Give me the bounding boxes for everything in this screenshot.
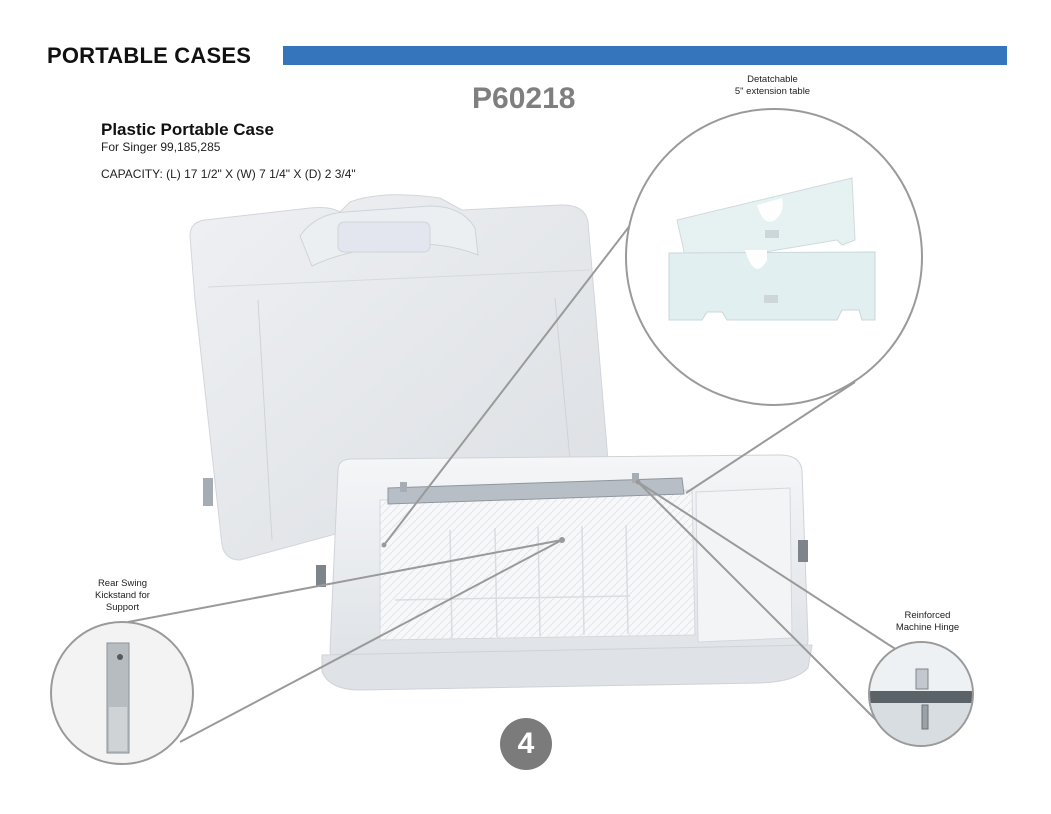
section-title: PORTABLE CASES	[47, 43, 252, 68]
page-number-badge: 4	[500, 718, 552, 770]
case-base-tray	[316, 454, 813, 691]
hinge-magnifier	[868, 641, 974, 747]
callout-kickstand: Rear Swing Kickstand for Support	[75, 578, 170, 614]
title-accent-bar	[283, 46, 1007, 65]
kickstand-image	[106, 642, 130, 754]
model-number: P60218	[472, 82, 576, 115]
product-capacity: CAPACITY: (L) 17 1/2" X (W) 7 1/4" X (D)…	[101, 167, 356, 181]
callout-line: Detatchable	[747, 74, 798, 85]
product-compatibility: For Singer 99,185,285	[101, 140, 221, 154]
callout-line: Rear Swing	[97, 578, 148, 589]
kickstand-magnifier	[50, 621, 194, 765]
extension-table-magnifier	[625, 108, 923, 406]
callout-leader-lines	[127, 179, 901, 743]
callout-extension-table: Detatchable 5" extension table	[700, 74, 845, 98]
callout-line: Machine Hinge	[895, 622, 960, 633]
extension-table-image	[668, 177, 876, 321]
callout-line: Reinforced	[904, 610, 951, 621]
product-name: Plastic Portable Case	[101, 120, 274, 139]
callout-line: Kickstand for	[95, 590, 150, 601]
hinge-image	[870, 643, 972, 745]
callout-line: 5" extension table	[734, 86, 811, 97]
callout-hinge: Reinforced Machine Hinge	[880, 610, 975, 634]
callout-line: Support	[105, 602, 140, 613]
